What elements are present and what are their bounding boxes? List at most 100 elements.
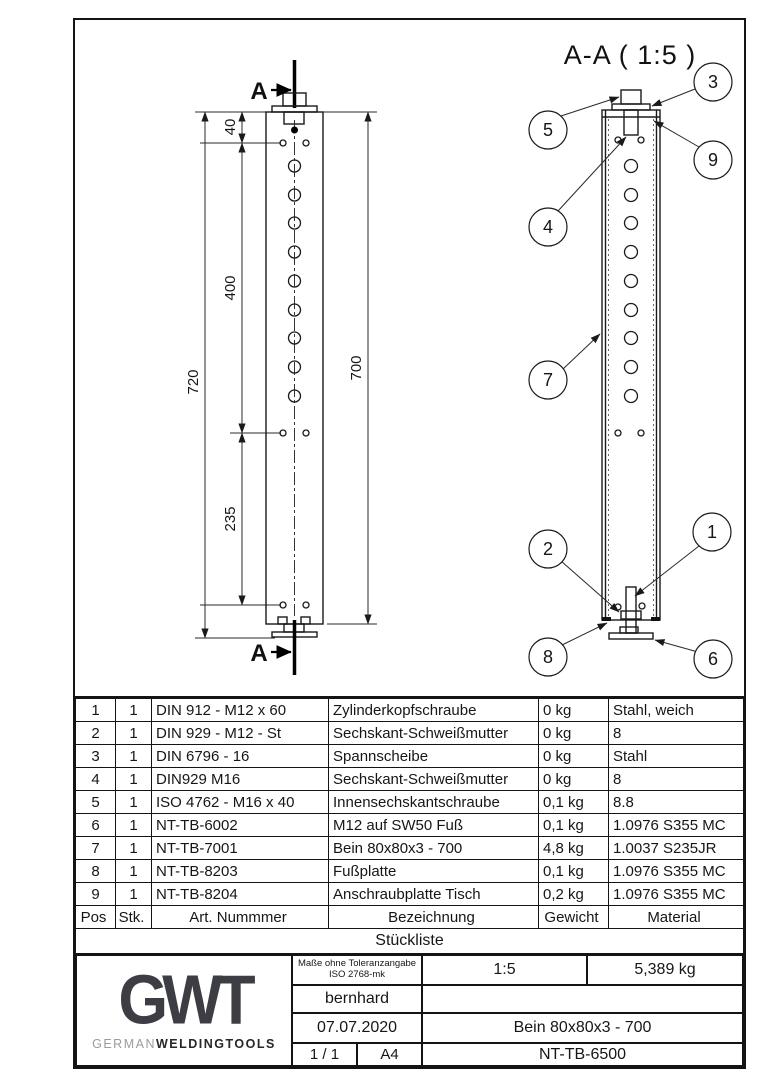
cell-name: Fußplatte	[328, 859, 539, 883]
sheet-frame: 720 40 400 235 700	[73, 18, 746, 1069]
section-view: A-A ( 1:5 )	[528, 40, 733, 679]
cell-art: DIN 6796 - 16	[151, 744, 329, 768]
balloon-1: 1	[707, 522, 717, 542]
cell-pos: 5	[75, 790, 116, 814]
section-top-nut	[623, 109, 639, 136]
title-block: GWT GERMANWELDINGTOOLS Maße ohne Toleran…	[75, 954, 744, 1067]
tolerance-note: Maße ohne Toleranzangabe ISO 2768-mk	[290, 954, 424, 986]
paper-format: A4	[355, 1042, 424, 1067]
dimension-720: 720	[185, 111, 209, 639]
balloon-9: 9	[708, 150, 718, 170]
dimension-235: 235	[222, 432, 246, 606]
cell-pos: 7	[75, 836, 116, 860]
tolerance-line2: ISO 2768-mk	[329, 969, 385, 980]
scale-value: 1:5	[421, 954, 589, 986]
brand-weldingtools: WELDINGTOOLS	[156, 1036, 276, 1051]
section-foot-plate	[608, 632, 654, 640]
cell-material: 1.0037 S235JR	[608, 836, 744, 860]
parts-list-title: Stückliste	[75, 928, 744, 954]
front-view: 720 40 400 235 700	[185, 60, 377, 675]
dim-235-label: 235	[222, 506, 239, 531]
cell-material: Stahl	[608, 744, 744, 768]
cell-qty: 1	[115, 698, 152, 722]
author-value: bernhard	[290, 984, 424, 1014]
cell-pos: 2	[75, 721, 116, 745]
cell-weight: 0,1 kg	[538, 790, 609, 814]
cell-qty: 1	[115, 790, 152, 814]
cell-qty: 1	[115, 882, 152, 906]
section-view-title: A-A ( 1:5 )	[564, 40, 697, 70]
gwt-logo: GWT	[118, 961, 255, 1039]
balloon-4: 4	[543, 217, 553, 237]
cell-pos: 3	[75, 744, 116, 768]
section-tube-outline	[601, 109, 661, 621]
dim-700-label: 700	[348, 355, 365, 380]
dim-40-label: 40	[222, 119, 239, 136]
balloon-3: 3	[708, 72, 718, 92]
section-hole-column	[614, 136, 645, 437]
logo-cell: GWT GERMANWELDINGTOOLS	[75, 954, 293, 1067]
cell-material: 1.0976 S355 MC	[608, 813, 744, 837]
cell-weight: 0,1 kg	[538, 813, 609, 837]
weld-tab-right	[300, 616, 311, 625]
cell-name: Sechskant-Schweißmutter	[328, 721, 539, 745]
balloon-5: 5	[543, 120, 553, 140]
header-material: Material	[608, 905, 744, 929]
cell-pos: 1	[75, 698, 116, 722]
drawing-number: NT-TB-6500	[421, 1042, 744, 1067]
cell-art: NT-TB-8203	[151, 859, 329, 883]
dim-720-label: 720	[185, 369, 202, 394]
corner-weld-left	[602, 617, 611, 621]
cell-name: Anschraubplatte Tisch	[328, 882, 539, 906]
cell-qty: 1	[115, 767, 152, 791]
cell-art: DIN 929 - M12 - St	[151, 721, 329, 745]
cell-weight: 0 kg	[538, 721, 609, 745]
part-name: Bein 80x80x3 - 700	[421, 1012, 744, 1044]
section-foot-nut	[620, 610, 642, 620]
cell-qty: 1	[115, 836, 152, 860]
cell-art: NT-TB-7001	[151, 836, 329, 860]
brand-line: GERMANWELDINGTOOLS	[92, 1037, 276, 1051]
cell-material: 1.0976 S355 MC	[608, 859, 744, 883]
cell-name: Spannscheibe	[328, 744, 539, 768]
header-art: Art. Nummmer	[151, 905, 329, 929]
section-label-top: A	[250, 78, 267, 105]
cell-pos: 9	[75, 882, 116, 906]
parts-title-row: Stückliste	[75, 928, 744, 954]
dimension-40: 40	[222, 111, 246, 144]
cell-art: ISO 4762 - M16 x 40	[151, 790, 329, 814]
cell-weight: 0 kg	[538, 698, 609, 722]
cell-qty: 1	[115, 744, 152, 768]
weight-value: 5,389 kg	[586, 954, 744, 986]
cell-name: Zylinderkopfschraube	[328, 698, 539, 722]
balloon-7: 7	[543, 370, 553, 390]
cell-art: DIN929 M16	[151, 767, 329, 791]
cell-material: 8	[608, 767, 744, 791]
cell-pos: 8	[75, 859, 116, 883]
cell-art: NT-TB-6002	[151, 813, 329, 837]
cell-qty: 1	[115, 721, 152, 745]
cell-weight: 0,1 kg	[538, 859, 609, 883]
dimension-400: 400	[222, 142, 246, 434]
cell-material: 8	[608, 721, 744, 745]
weld-tab-left	[277, 616, 288, 625]
section-label-bottom: A	[250, 640, 267, 667]
cell-pos: 4	[75, 767, 116, 791]
cell-art: DIN 912 - M12 x 60	[151, 698, 329, 722]
cell-material: Stahl, weich	[608, 698, 744, 722]
header-qty: Stk.	[115, 905, 152, 929]
cell-name: Innensechskantschraube	[328, 790, 539, 814]
cell-qty: 1	[115, 813, 152, 837]
bolt-tip	[291, 126, 298, 134]
header-name: Bezeichnung	[328, 905, 539, 929]
parts-header-row: Pos Stk. Art. Nummmer Bezeichnung Gewich…	[75, 905, 744, 929]
balloon-2: 2	[543, 539, 553, 559]
cell-material: 1.0976 S355 MC	[608, 882, 744, 906]
